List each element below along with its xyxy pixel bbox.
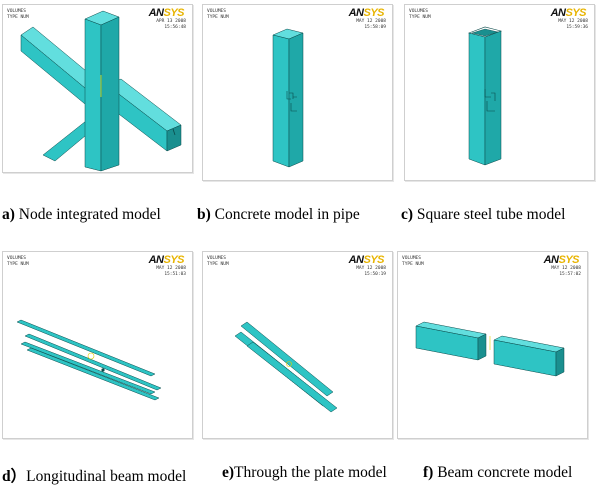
ansys-logo: ANSYS (543, 254, 580, 266)
panel-f-viewport: VOLUMES TYPE NUM ANSYS MAY 12 2008 15:57… (397, 251, 588, 439)
volumes-label: VOLUMES (7, 9, 26, 14)
ansys-logo: ANSYS (550, 7, 587, 19)
panel-f-header: VOLUMES TYPE NUM (402, 256, 424, 268)
time-label: 15:56:48 (164, 25, 186, 30)
panel-a-viewport: VOLUMES TYPE NUM ANSYS APR 13 2008 15:56… (2, 4, 193, 173)
date-label: MAY 12 2008 (551, 266, 581, 271)
panel-c-timestamp: MAY 12 2008 15:59:36 (558, 19, 588, 31)
date-label: MAY 12 2008 (356, 19, 386, 24)
square-steel-tube-drawing (467, 26, 503, 166)
volumes-label: VOLUMES (409, 9, 428, 14)
type-num-label: TYPE NUM (409, 15, 431, 20)
time-label: 15:59:36 (566, 25, 588, 30)
panel-e-header: VOLUMES TYPE NUM (207, 256, 229, 268)
panel-d-timestamp: MAY 12 2008 15:51:03 (156, 266, 186, 278)
type-num-label: TYPE NUM (7, 15, 29, 20)
time-label: 15:50:19 (364, 272, 386, 277)
caption-e: e)Through the plate model (222, 464, 387, 481)
volumes-label: VOLUMES (207, 9, 226, 14)
time-label: 15:58:09 (364, 25, 386, 30)
date-label: MAY 12 2008 (356, 266, 386, 271)
panel-c-header: VOLUMES TYPE NUM (409, 9, 431, 21)
panel-a-timestamp: APR 13 2008 15:56:48 (156, 19, 186, 31)
panel-c-viewport: VOLUMES TYPE NUM ANSYS MAY 12 2008 15:59… (404, 4, 595, 181)
type-num-label: TYPE NUM (7, 262, 29, 267)
time-label: 15:51:03 (164, 272, 186, 277)
panel-b-viewport: VOLUMES TYPE NUM ANSYS MAY 12 2008 15:58… (202, 4, 393, 181)
longitudinal-beam-drawing (16, 319, 162, 401)
date-label: APR 13 2008 (156, 19, 186, 24)
caption-b: b) Concrete model in pipe (197, 206, 360, 223)
volumes-label: VOLUMES (7, 256, 26, 261)
caption-d: d）Longitudinal beam model (2, 468, 187, 485)
caption-f: f) Beam concrete model (423, 464, 573, 481)
date-label: MAY 12 2008 (558, 19, 588, 24)
ansys-logo: ANSYS (148, 254, 185, 266)
date-label: MAY 12 2008 (156, 266, 186, 271)
volumes-label: VOLUMES (207, 256, 226, 261)
volumes-label: VOLUMES (402, 256, 421, 261)
panel-e-timestamp: MAY 12 2008 15:50:19 (356, 266, 386, 278)
panel-e-viewport: VOLUMES TYPE NUM ANSYS MAY 12 2008 15:50… (202, 251, 393, 439)
panel-b-header: VOLUMES TYPE NUM (207, 9, 229, 21)
panel-f-timestamp: MAY 12 2008 15:57:02 (551, 266, 581, 278)
time-label: 15:57:02 (559, 272, 581, 277)
panel-d-header: VOLUMES TYPE NUM (7, 256, 29, 268)
type-num-label: TYPE NUM (207, 262, 229, 267)
beam-concrete-drawing (415, 321, 565, 377)
caption-c: c) Square steel tube model (401, 206, 566, 223)
ansys-logo: ANSYS (348, 7, 385, 19)
caption-a: a) Node integrated model (2, 206, 161, 223)
type-num-label: TYPE NUM (402, 262, 424, 267)
through-plate-drawing (234, 321, 338, 413)
node-integrated-model-drawing (20, 10, 182, 172)
panel-d-viewport: VOLUMES TYPE NUM ANSYS MAY 12 2008 15:51… (2, 251, 193, 439)
type-num-label: TYPE NUM (207, 15, 229, 20)
concrete-in-pipe-drawing (272, 28, 304, 168)
ansys-logo: ANSYS (148, 7, 185, 19)
panel-b-timestamp: MAY 12 2008 15:58:09 (356, 19, 386, 31)
ansys-logo: ANSYS (348, 254, 385, 266)
panel-a-header: VOLUMES TYPE NUM (7, 9, 29, 21)
